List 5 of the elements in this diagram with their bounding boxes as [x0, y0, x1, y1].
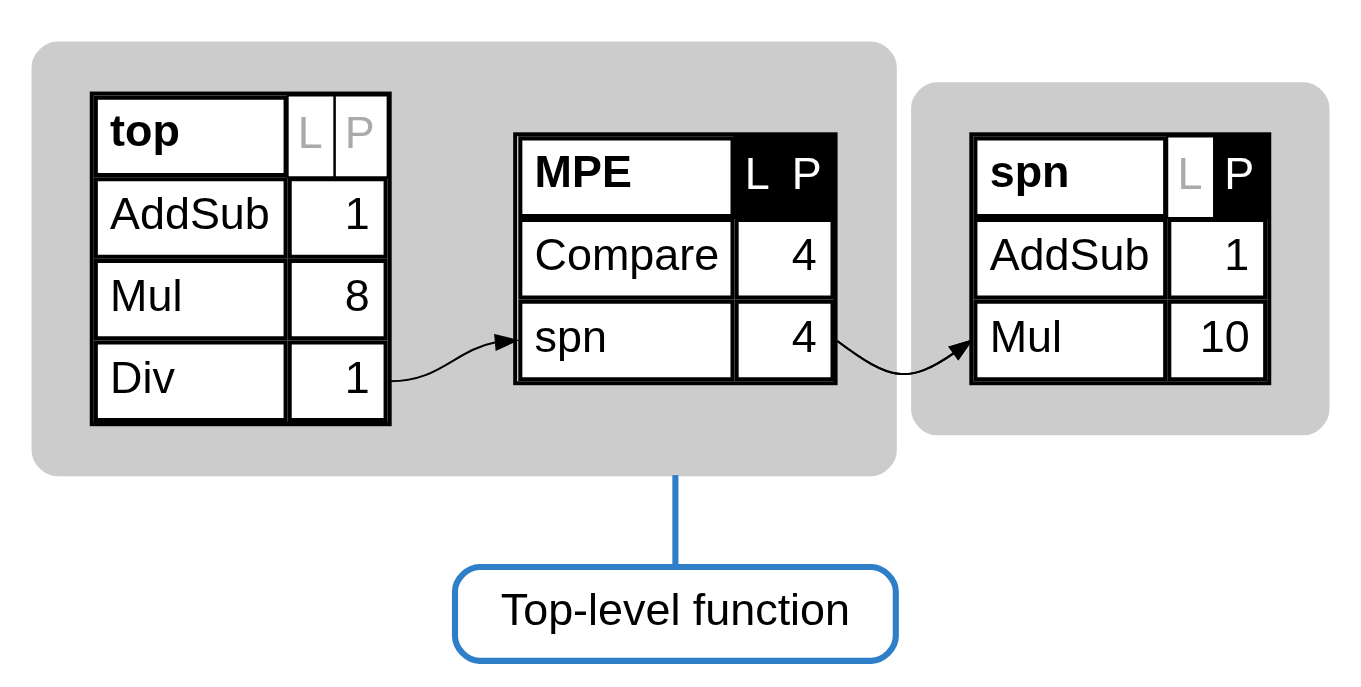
- arrow: [389, 333, 520, 383]
- cluster: [911, 82, 1330, 436]
- node-box: Top-level function: [451, 563, 899, 664]
- cluster: [31, 41, 897, 477]
- connector: [672, 475, 679, 567]
